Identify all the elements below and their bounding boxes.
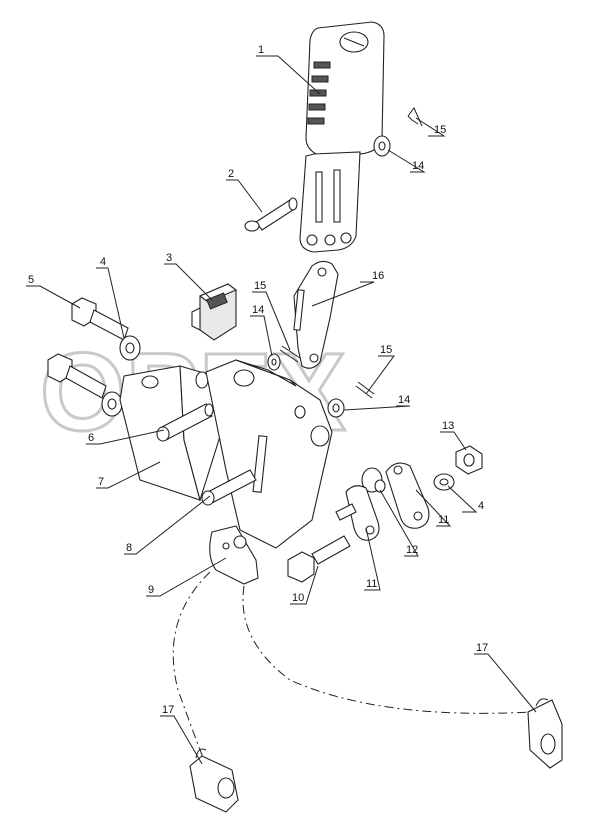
label-2: 2 [228,168,234,180]
part-17-cable-end-right [527,698,563,769]
label-4-left: 4 [100,256,106,268]
leader-lines [26,55,537,765]
part-14-washer-mid [267,353,281,371]
label-12: 12 [406,544,418,556]
label-14-top: 14 [412,160,424,172]
part-5-bolt-upper [71,297,129,341]
label-4-right: 4 [478,500,484,512]
label-7: 7 [98,476,104,488]
part-13-nut [455,445,483,475]
label-15-right: 15 [380,344,392,356]
label-10: 10 [292,592,304,604]
label-15-mid: 15 [254,280,266,292]
part-12-spacer [361,467,386,493]
part-15-cotter-pin-top [407,107,423,127]
cable [172,571,211,761]
label-9: 9 [148,584,154,596]
part-14-washer-right [327,398,345,418]
part-11-link-upper [385,462,430,529]
label-11-lower: 11 [366,578,377,590]
part-9-cable-clamp [209,525,259,585]
part-8-side-plate [201,359,333,549]
part-15-cotter-pin-right [355,381,375,399]
part-15-cotter-pin-mid [279,345,301,363]
part-number-labels: 1 2 3 4 4 5 6 7 8 9 10 11 11 12 13 14 14… [28,44,488,716]
label-15-top: 15 [434,124,446,136]
part-1-handle-lever [299,21,385,253]
label-6: 6 [88,432,94,444]
part-4-washer-right [433,473,455,491]
label-14-mid: 14 [252,304,264,316]
part-4-washer-left-2 [101,391,123,417]
part-10-bolt [287,535,351,583]
cable-branch [242,585,531,714]
label-17-left: 17 [162,704,174,716]
label-1: 1 [258,44,264,56]
label-14-right: 14 [398,394,410,406]
part-14-washer-top [373,135,391,157]
label-16: 16 [372,270,384,282]
label-3: 3 [166,252,172,264]
part-16-link-plate [293,260,339,369]
label-13: 13 [442,420,454,432]
label-11-upper: 11 [438,514,449,526]
part-4-washer-left [119,335,141,361]
part-2-pin [244,197,298,232]
part-3-clamp-block [191,283,238,341]
part-5-bolt-lower [47,353,107,399]
part-17-cable-end-left [189,748,239,813]
label-17-right: 17 [476,642,488,654]
label-5: 5 [28,274,34,286]
part-11-link-lower [335,485,380,541]
label-8: 8 [126,542,132,554]
